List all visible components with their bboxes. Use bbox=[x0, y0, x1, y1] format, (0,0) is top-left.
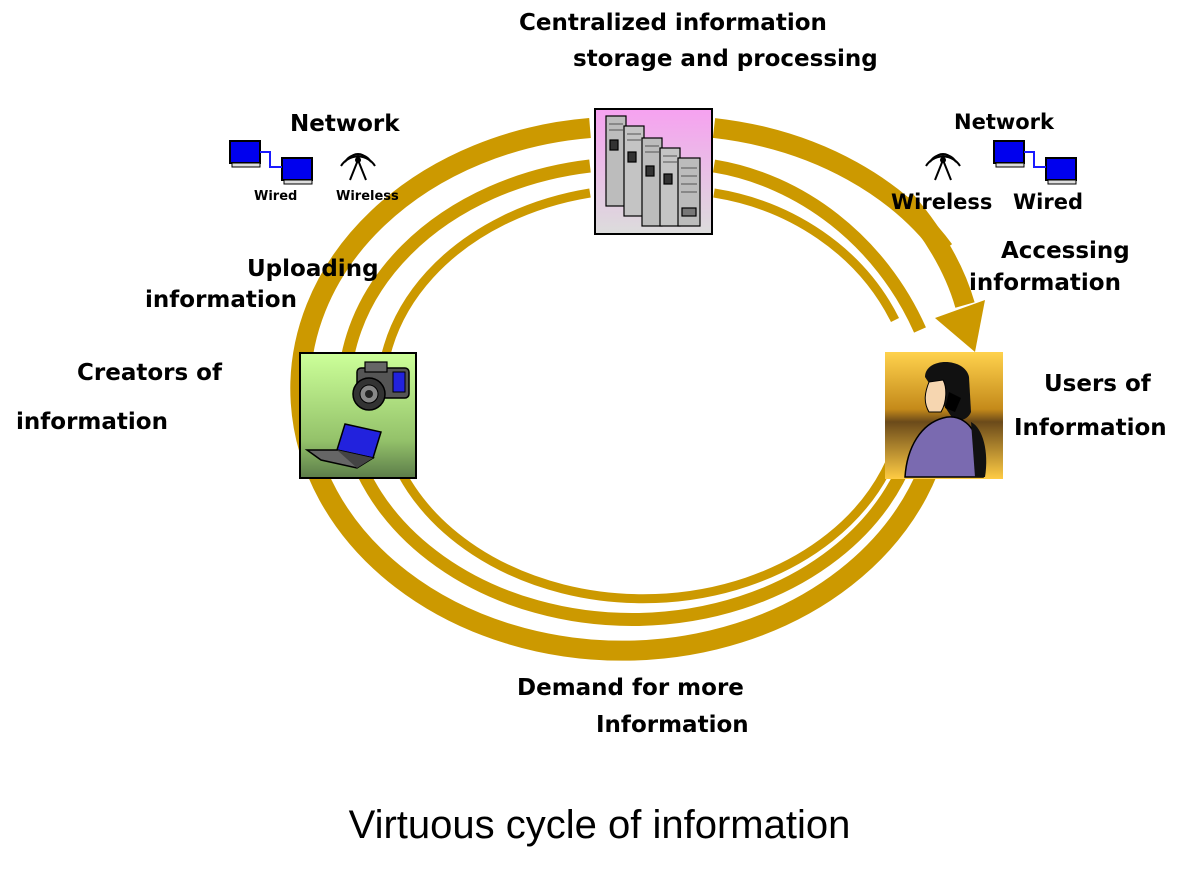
right-wired-label: Wired bbox=[1013, 190, 1083, 214]
accessing-line2: information bbox=[969, 270, 1121, 296]
uploading-line2: information bbox=[145, 287, 297, 313]
person-phone-icon bbox=[904, 362, 987, 478]
left-wireless-label: Wireless bbox=[336, 189, 399, 204]
inner-ring bbox=[376, 188, 910, 604]
middle-ring bbox=[337, 159, 927, 626]
uploading-line1: Uploading bbox=[247, 256, 379, 282]
users-tile bbox=[885, 352, 1003, 479]
arrow-shaft bbox=[897, 193, 975, 308]
camera-icon bbox=[352, 361, 410, 411]
server-rack-icon bbox=[605, 115, 701, 227]
creators-line2: information bbox=[16, 409, 168, 435]
diagram-caption: Virtuous cycle of information bbox=[348, 803, 851, 847]
server-tile bbox=[594, 108, 713, 235]
demand-line2: Information bbox=[596, 712, 749, 738]
right-network-title: Network bbox=[954, 110, 1055, 134]
outer-ring bbox=[290, 118, 954, 661]
users-line1: Users of bbox=[1044, 371, 1151, 397]
laptop-icon bbox=[304, 423, 382, 469]
creators-tile bbox=[299, 352, 417, 479]
antenna-icon bbox=[340, 153, 376, 181]
arrow-head bbox=[935, 300, 985, 352]
accessing-line1: Accessing bbox=[1001, 238, 1130, 264]
left-wired-label: Wired bbox=[254, 189, 298, 204]
center-title-line1: Centralized information bbox=[519, 10, 827, 36]
demand-line1: Demand for more bbox=[517, 675, 744, 701]
inner-ring-top-right bbox=[713, 188, 900, 323]
middle-ring-top-right bbox=[712, 159, 926, 333]
left-network-icons bbox=[228, 138, 408, 208]
creators-line1: Creators of bbox=[77, 360, 222, 386]
right-wireless-label: Wireless bbox=[891, 190, 993, 214]
wired-computers-icon bbox=[993, 140, 1077, 185]
antenna-icon bbox=[925, 153, 961, 181]
center-title-line2: storage and processing bbox=[573, 46, 878, 72]
users-line2: Information bbox=[1014, 415, 1167, 441]
outer-ring-top-right bbox=[712, 118, 953, 256]
right-network-icons bbox=[920, 138, 1090, 188]
left-network-title: Network bbox=[290, 111, 400, 137]
wired-computers-icon bbox=[229, 140, 313, 185]
